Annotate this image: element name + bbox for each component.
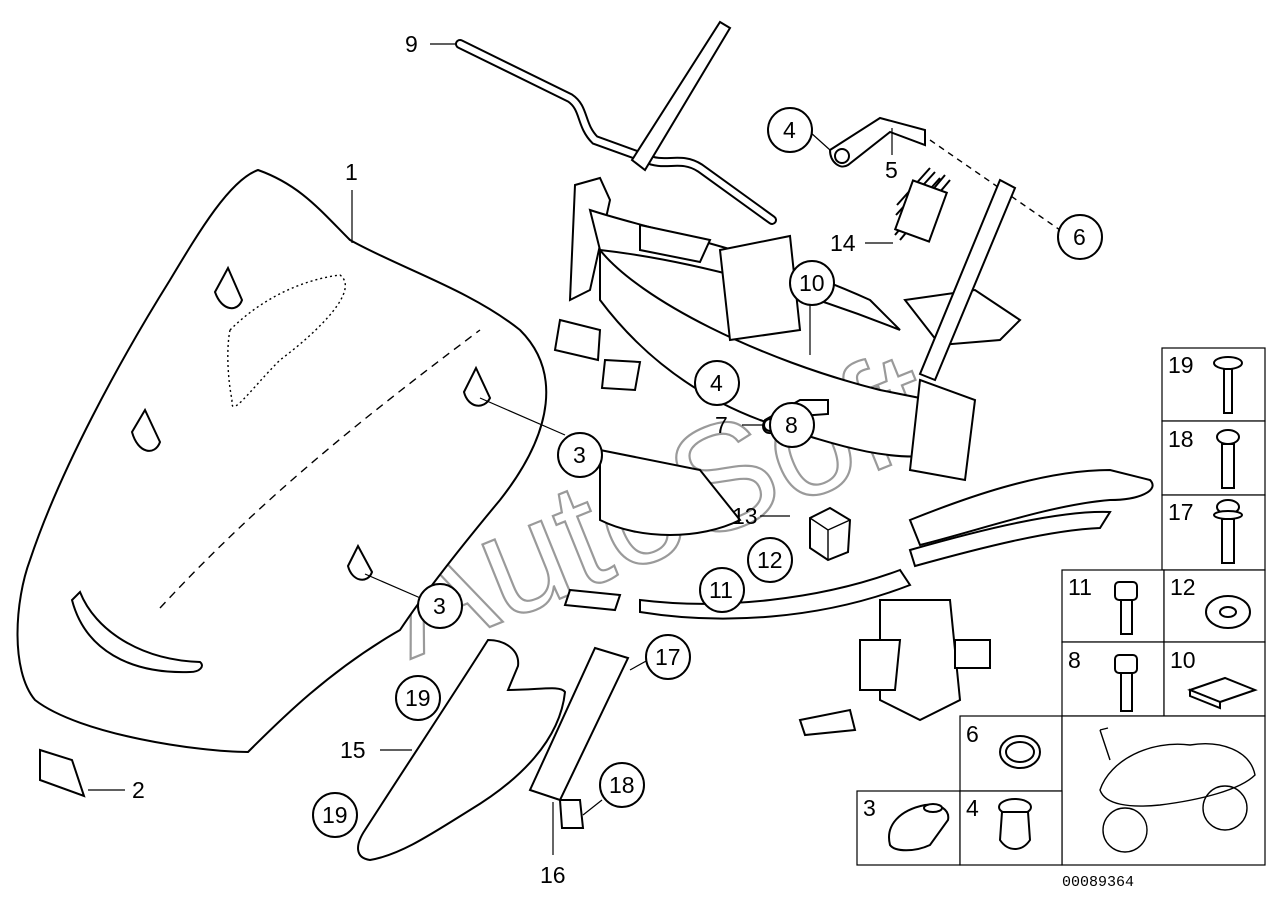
spring-part (893, 167, 951, 243)
legend-bolt-17-icon (1213, 499, 1243, 564)
callout-19a: 19 (405, 685, 431, 711)
callout-14: 14 (830, 230, 856, 256)
callout-3a: 3 (573, 442, 586, 468)
legend-label-11: 11 (1068, 574, 1092, 600)
side-cover-part (357, 638, 567, 862)
legend-grommet-4-icon (998, 798, 1032, 850)
legend-screw-8-icon (1114, 654, 1138, 712)
callout-1: 1 (345, 159, 358, 185)
callout-8: 8 (785, 412, 798, 438)
plate-part (39, 748, 86, 798)
legend-label-18: 18 (1168, 426, 1194, 452)
rubber-block-part (809, 506, 852, 562)
legend-bolt-18-icon (1216, 429, 1240, 489)
legend-bolt-19-icon (1213, 356, 1243, 414)
catalog-number: 00089364 (1062, 874, 1134, 891)
callout-4a: 4 (783, 117, 796, 143)
callout-12: 12 (757, 547, 783, 573)
callout-13: 13 (732, 503, 758, 529)
legend-label-12: 12 (1170, 574, 1196, 600)
legend-label-19: 19 (1168, 352, 1194, 378)
legend-pad-10-icon (1187, 676, 1258, 710)
legend-washer-12-icon (1205, 595, 1251, 629)
callout-18: 18 (609, 772, 635, 798)
callout-9: 9 (405, 31, 418, 57)
callout-5: 5 (885, 157, 898, 183)
legend-label-8: 8 (1068, 647, 1081, 673)
callout-17: 17 (655, 644, 681, 670)
legend-label-10: 10 (1170, 647, 1196, 673)
callout-16: 16 (540, 862, 566, 888)
callout-circles (312, 107, 1103, 838)
legend-label-17: 17 (1168, 499, 1194, 525)
legend-cap-3-icon (888, 803, 950, 852)
motorcycle-thumbnail-icon (1099, 727, 1256, 853)
legend-clip-6-icon (999, 735, 1041, 769)
windshield-part (16, 168, 548, 754)
callout-3b: 3 (433, 593, 446, 619)
callout-19b: 19 (322, 802, 348, 828)
callout-10: 10 (799, 270, 825, 296)
rod-part (455, 39, 777, 225)
subframe-part (553, 20, 1154, 737)
callout-2: 2 (132, 777, 145, 803)
link-rod-part (918, 178, 1017, 382)
legend-label-3: 3 (863, 795, 876, 821)
legend-label-4: 4 (966, 795, 979, 821)
strip-part (528, 646, 630, 829)
callout-6: 6 (1073, 224, 1086, 250)
lever-bracket-part (828, 116, 926, 168)
callout-4b: 4 (710, 370, 723, 396)
callout-7: 7 (715, 412, 728, 438)
callout-15: 15 (340, 737, 366, 763)
parts-legend: 19 18 17 11 12 8 10 6 3 4 (856, 347, 1266, 866)
callout-11: 11 (709, 577, 733, 603)
legend-label-6: 6 (966, 721, 979, 747)
legend-screw-11-icon (1114, 581, 1138, 635)
